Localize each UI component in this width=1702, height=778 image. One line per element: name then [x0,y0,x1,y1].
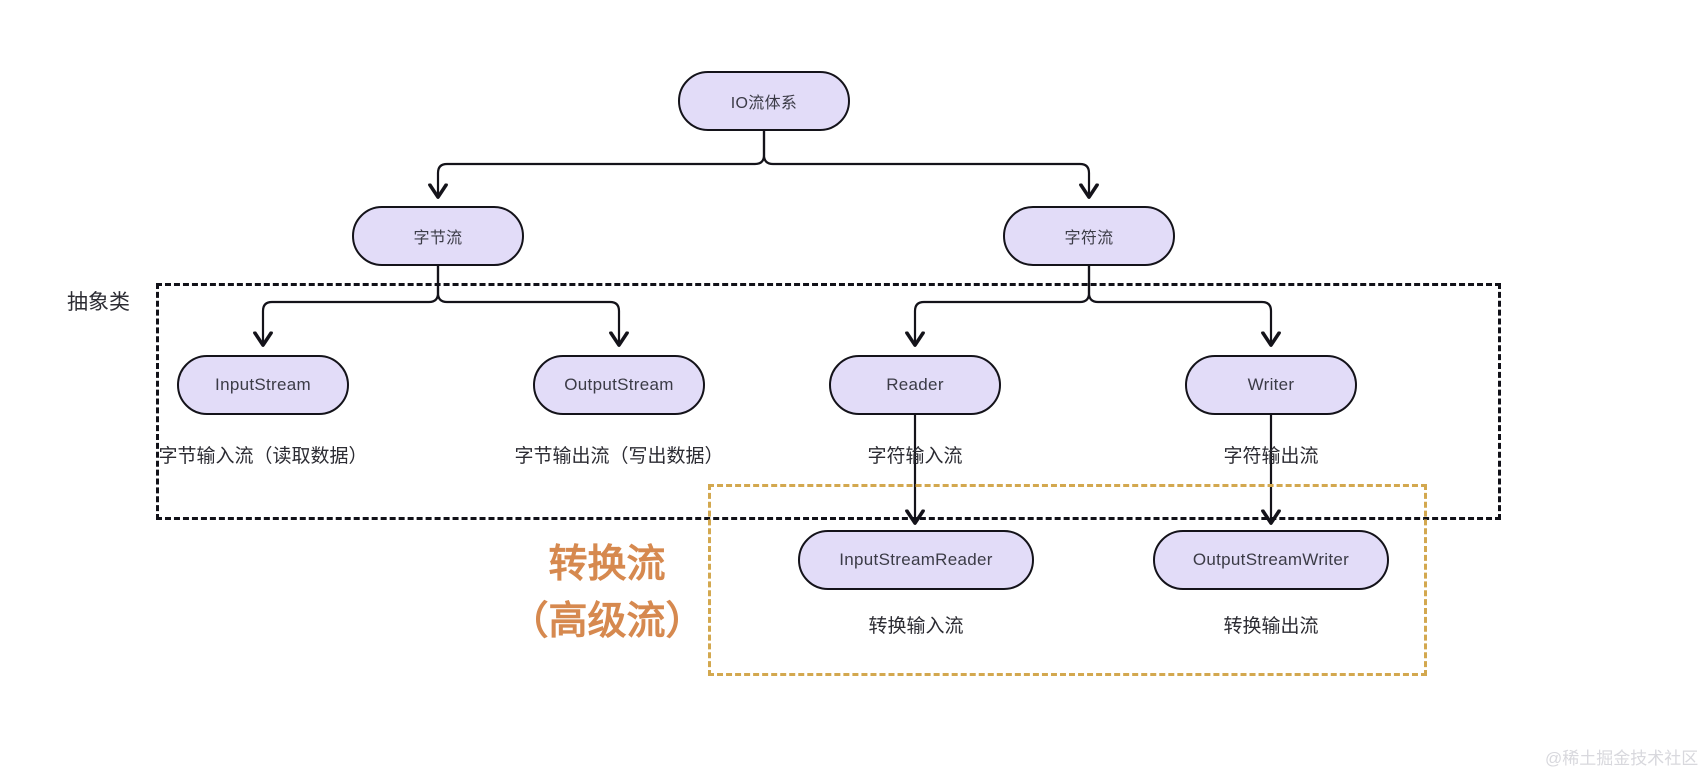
node-char-stream[interactable]: 字符流 [1003,206,1175,266]
watermark: @稀土掘金技术社区 [1545,749,1699,768]
node-label: IO流体系 [730,95,798,112]
node-reader[interactable]: Reader [829,355,1001,415]
node-label: InputStreamReader [839,550,993,569]
node-input-stream[interactable]: InputStream [177,355,349,415]
node-label: OutputStreamWriter [1192,550,1350,569]
node-label: Writer [1247,375,1295,394]
group-box-abstract-classes [156,283,1501,520]
node-output-stream-writer[interactable]: OutputStreamWriter [1153,530,1389,590]
group-label-abstract-classes: 抽象类 [67,291,130,314]
node-label: 字节流 [413,230,463,247]
node-label: OutputStream [564,375,674,394]
node-writer[interactable]: Writer [1185,355,1357,415]
group-label-conversion-line2: （高级流） [509,600,705,643]
caption-reader: 字符输入流 [867,446,963,467]
caption-output-stream: 字节输出流（写出数据） [514,446,724,467]
node-io-stream-system[interactable]: IO流体系 [678,71,850,131]
node-byte-stream[interactable]: 字节流 [352,206,524,266]
node-output-stream[interactable]: OutputStream [533,355,705,415]
node-label: 字符流 [1064,230,1114,247]
node-label: Reader [886,375,944,394]
caption-writer: 字符输出流 [1223,446,1319,467]
group-box-conversion-streams [708,484,1427,676]
node-label: InputStream [215,375,311,394]
caption-input-stream: 字节输入流（读取数据） [158,446,368,467]
group-label-conversion-line1: 转换流 [548,543,666,586]
node-input-stream-reader[interactable]: InputStreamReader [798,530,1034,590]
caption-output-stream-writer: 转换输出流 [1223,616,1319,637]
caption-input-stream-reader: 转换输入流 [868,616,964,637]
